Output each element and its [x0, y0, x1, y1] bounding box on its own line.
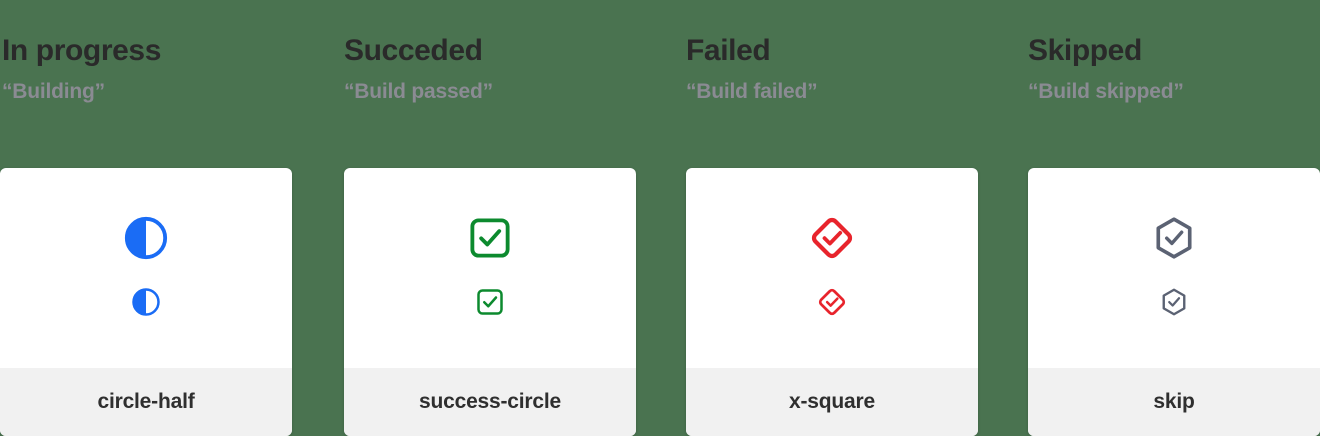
icon-name-footer: circle-half — [0, 368, 292, 436]
column-header: In progress “Building” — [0, 0, 342, 104]
status-column-in-progress: In progress “Building” — [0, 0, 342, 436]
status-column-failed: Failed “Build failed” — [684, 0, 1026, 436]
icon-name-label: success-circle — [419, 390, 561, 413]
icon-card[interactable]: circle-half — [0, 168, 292, 436]
icon-name-label: skip — [1153, 390, 1195, 413]
page-title: Skipped — [1028, 34, 1142, 67]
circle-half-icon-small — [131, 287, 161, 317]
column-subtitle: “Build failed” — [686, 79, 818, 103]
column-subtitle: “Building” — [2, 79, 105, 103]
column-header: Failed “Build failed” — [684, 0, 1026, 104]
page-title: Succeded — [344, 34, 483, 67]
status-column-succeeded: Succeded “Build passed” — [342, 0, 684, 436]
status-column-skipped: Skipped “Build skipped” — [1026, 0, 1320, 436]
page-title: Failed — [686, 34, 771, 67]
success-circle-icon-small — [475, 287, 505, 317]
icon-card[interactable]: success-circle — [344, 168, 636, 436]
icon-card[interactable]: skip — [1028, 168, 1320, 436]
icon-name-label: circle-half — [97, 390, 195, 413]
icon-preview-area — [686, 168, 978, 368]
column-header: Skipped “Build skipped” — [1026, 0, 1320, 104]
column-subtitle: “Build passed” — [344, 79, 493, 103]
page-title: In progress — [2, 34, 161, 67]
icon-preview-area — [0, 168, 292, 368]
icon-preview-area — [1028, 168, 1320, 368]
x-square-icon — [809, 215, 855, 261]
icon-name-footer: x-square — [686, 368, 978, 436]
icon-name-label: x-square — [789, 390, 875, 413]
circle-half-icon — [123, 215, 169, 261]
skip-icon-small — [1159, 287, 1189, 317]
icon-name-footer: skip — [1028, 368, 1320, 436]
success-circle-icon — [467, 215, 513, 261]
column-subtitle: “Build skipped” — [1028, 79, 1184, 103]
skip-icon — [1151, 215, 1197, 261]
icon-card[interactable]: x-square — [686, 168, 978, 436]
x-square-icon-small — [817, 287, 847, 317]
icon-preview-area — [344, 168, 636, 368]
column-header: Succeded “Build passed” — [342, 0, 684, 104]
icon-name-footer: success-circle — [344, 368, 636, 436]
